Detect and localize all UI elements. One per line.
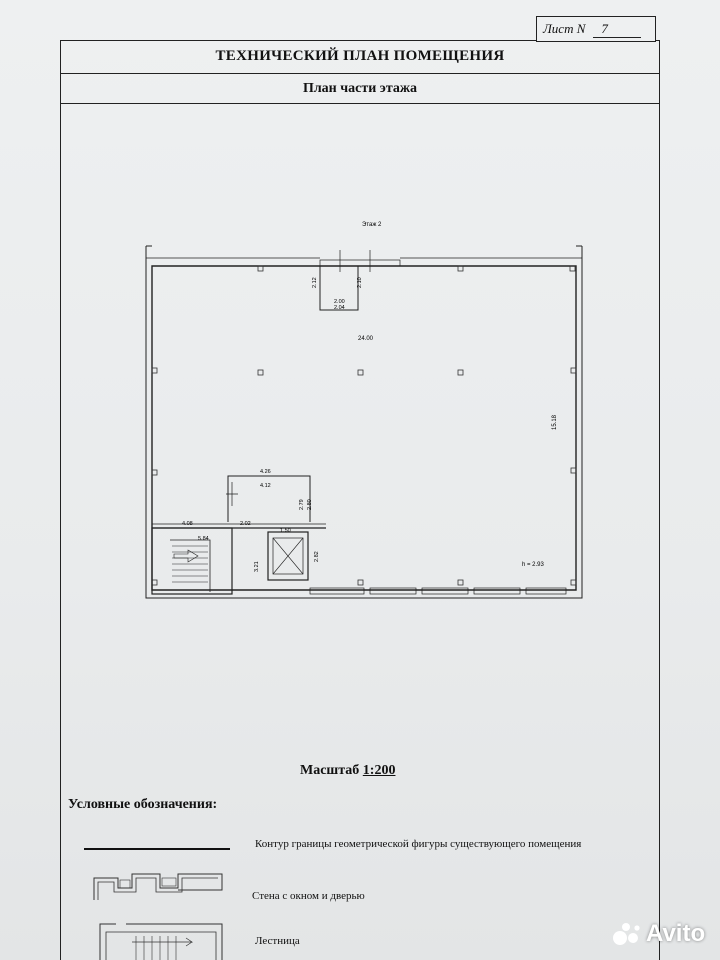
legend-wall-symbol [93,873,223,900]
sheet-number-label: Лист N [543,21,586,36]
floor-label: Этаж 2 [362,222,382,228]
scale-label: Масштаб [300,763,363,778]
legend-stair-symbol [99,923,223,960]
stair-block [151,527,233,595]
dim-top-niche-right: 2.10 [357,277,363,288]
dim-room-side-a: 2.79 [299,499,305,510]
legend-item-wall: Стена с окном и дверью [252,890,365,902]
columns [151,265,577,586]
legend-title: Условные обозначения: [68,797,218,812]
dim-top-niche-left: 2.12 [312,277,318,288]
sheet-number-box: Лист N 7 [536,16,656,42]
dim-stair-depth: 3.21 [254,561,260,572]
dim-height: h = 2.93 [522,562,545,568]
dim-room-side-b: 2.80 [307,499,313,510]
dim-top-niche-outer: 2.04 [334,305,345,311]
document-subtitle-row: План части этажа [60,74,660,104]
document-title: ТЕХНИЧЕСКИЙ ПЛАН ПОМЕЩЕНИЯ [215,48,505,64]
dim-room-top-inner: 4.12 [260,483,271,489]
document-subtitle: План части этажа [302,80,418,96]
sheet-frame [60,40,660,960]
dim-width-total: 24.00 [358,336,374,342]
dim-top-niche-inner: 2.00 [334,299,345,305]
scale: Масштаб 1:200 [300,763,395,779]
bottom-windows [309,587,567,595]
lift-shaft [267,531,309,581]
top-niche [319,250,401,311]
dim-corridor-width: 2.02 [240,521,251,527]
dim-stair-inner: 5.84 [198,536,209,542]
sheet-number-value: 7 [593,21,642,38]
dim-depth-total: 15.18 [552,414,558,430]
scale-value: 1:200 [362,763,396,778]
legend-item-stair: Лестница [255,935,300,947]
dim-lift-depth: 2.82 [314,551,320,562]
floor-plan: Этаж 2 2.12 2.10 2.00 2.04 [145,222,583,599]
legend-item-boundary: Контур границы геометрической фигуры сущ… [255,838,582,850]
dim-lift-width: 1.50 [280,528,291,534]
document-title-row: ТЕХНИЧЕСКИЙ ПЛАН ПОМЕЩЕНИЯ [60,40,660,74]
avito-watermark-text: Avito [646,920,706,947]
avito-logo-icon [613,923,640,945]
legend-boundary-symbol [84,848,230,850]
avito-watermark: Avito [612,920,705,948]
dim-stair-width: 4.08 [182,521,193,527]
dim-room-top-outer: 4.26 [260,469,271,475]
outer-walls [145,245,583,599]
